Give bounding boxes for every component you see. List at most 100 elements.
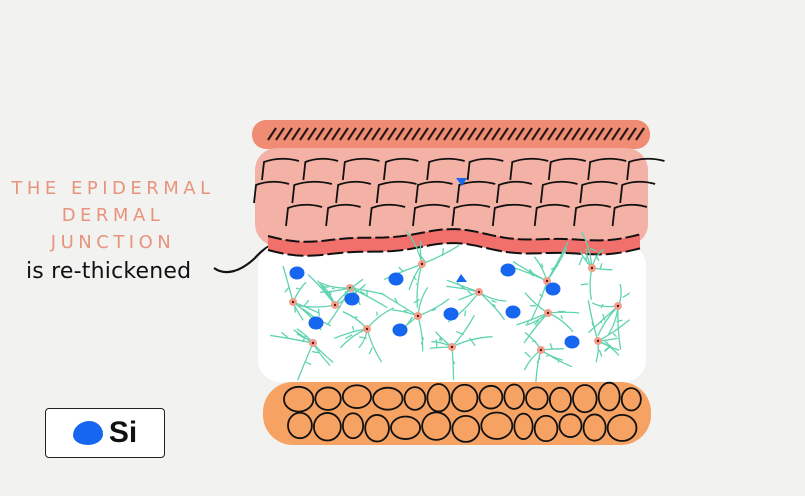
fat-cell <box>525 386 549 411</box>
cell-outline <box>573 203 611 227</box>
hatch-stroke <box>339 127 349 141</box>
fat-cell <box>364 414 390 443</box>
hatch-stroke <box>267 127 277 141</box>
hatch-stroke <box>515 127 525 141</box>
blue-blob-icon <box>72 421 103 445</box>
junction-bottom-line <box>267 242 641 257</box>
title-line: JUNCTION <box>50 232 176 253</box>
fat-cells <box>283 381 642 443</box>
melanocyte-marker <box>456 178 467 186</box>
hatch-stroke <box>291 127 301 141</box>
cell-outline <box>619 180 656 204</box>
fat-cell <box>450 383 479 413</box>
hatch-stroke <box>379 127 389 141</box>
blue-cell <box>545 282 561 296</box>
hatch-stroke <box>331 127 341 141</box>
keratinocyte-cells <box>253 157 665 227</box>
cell-outline <box>335 180 372 204</box>
blue-cells <box>289 263 580 349</box>
subtitle: is re-thickened <box>26 259 192 284</box>
hatch-stroke <box>475 127 485 141</box>
cell-outline <box>291 180 333 204</box>
fibroblast-nucleus <box>539 348 543 352</box>
fat-cell <box>287 411 313 440</box>
hatch-stroke <box>507 127 517 141</box>
fat-cell <box>548 386 572 413</box>
fat-cell <box>403 386 427 411</box>
fat-cell <box>341 412 365 440</box>
cell-outline <box>539 180 578 204</box>
fibroblast-nucleus <box>616 304 620 308</box>
collagen-network <box>269 230 631 382</box>
fat-cell <box>558 413 583 438</box>
hatch-stroke <box>611 127 621 141</box>
cell-outline <box>261 157 300 181</box>
title-line: DERMAL <box>61 205 165 226</box>
blue-cell <box>500 263 516 277</box>
hatch-stroke <box>411 127 421 141</box>
blue-cell <box>564 335 580 349</box>
cell-outline <box>415 180 453 204</box>
fibroblast-nucleus <box>311 341 315 345</box>
fibroblast-nucleus <box>333 303 337 307</box>
cell-outline <box>547 157 586 181</box>
cell-outline <box>341 157 380 181</box>
hatch-stroke <box>491 127 501 141</box>
epidermal-dermal-junction-title: THE EPIDERMAL DERMAL JUNCTION <box>0 175 226 256</box>
fat-cell <box>597 381 621 412</box>
hatch-stroke <box>363 127 373 141</box>
hatch-stroke <box>555 127 565 141</box>
fibroblast-nucleus <box>420 262 424 266</box>
fibroblast-nucleus <box>416 314 420 318</box>
cell-outline <box>587 157 627 181</box>
cell-outline <box>368 203 406 227</box>
fat-cell <box>480 411 514 440</box>
fat-cell <box>533 414 559 443</box>
hatch-stroke <box>467 127 477 141</box>
fat-cell <box>314 386 342 411</box>
hatch-stroke <box>403 127 413 141</box>
hatch-stroke <box>523 127 533 141</box>
hatch-stroke <box>483 127 493 141</box>
hatch-stroke <box>435 127 445 141</box>
title-line: THE EPIDERMAL <box>11 178 215 199</box>
fat-cell <box>341 384 372 409</box>
hatch-stroke <box>283 127 293 141</box>
hatch-stroke <box>603 127 613 141</box>
hatch-stroke <box>587 127 597 141</box>
cell-outline <box>579 180 618 204</box>
blue-cell <box>443 307 459 321</box>
blue-cell <box>388 272 404 286</box>
hatch-stroke <box>307 127 317 141</box>
hatch-stroke <box>531 127 541 141</box>
cell-outline <box>533 203 570 227</box>
hatch-stroke <box>387 127 397 141</box>
cell-outline <box>375 180 417 204</box>
fat-cell <box>582 413 607 442</box>
hatch-stroke <box>459 127 469 141</box>
stratum-corneum-layer <box>252 120 650 149</box>
blue-cell <box>308 316 324 330</box>
hatch-stroke <box>323 127 333 141</box>
fat-cell <box>513 412 534 441</box>
logo-text: Si <box>108 416 138 449</box>
fat-cell <box>606 413 638 442</box>
hatch-stroke <box>627 127 637 141</box>
hypodermis-fat-layer <box>263 382 651 445</box>
hatch-stroke <box>371 127 381 141</box>
fat-cell <box>390 415 422 440</box>
cell-outline <box>285 203 323 227</box>
cell-outline <box>426 157 465 181</box>
fibroblast-nucleus <box>365 327 369 331</box>
hatch-stroke <box>499 127 509 141</box>
fat-cell <box>572 384 598 414</box>
cell-outline <box>491 203 532 227</box>
cell-outline <box>253 180 290 204</box>
hatch-stroke <box>299 127 309 141</box>
fat-cell <box>451 414 481 443</box>
junction-top-line <box>267 228 641 243</box>
hatch-stroke <box>539 127 549 141</box>
fibroblast-nucleus <box>590 266 594 270</box>
hatch-stroke <box>579 127 589 141</box>
